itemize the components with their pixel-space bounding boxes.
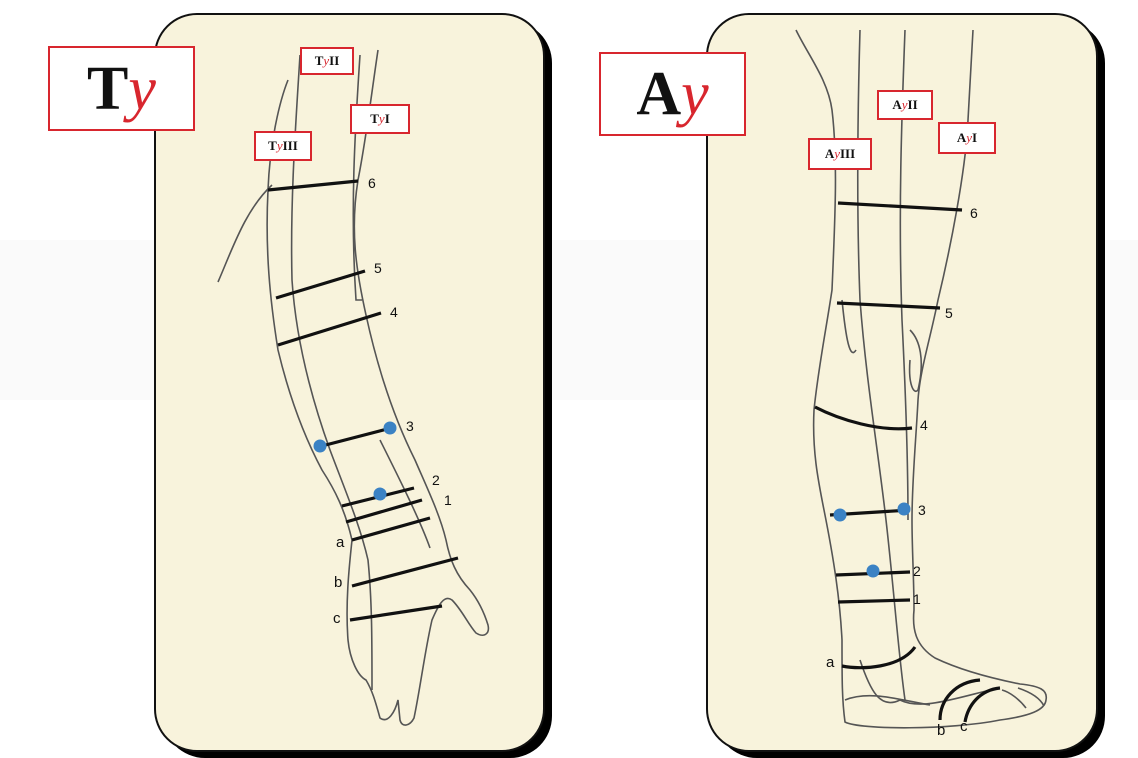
leg-band-1 <box>838 600 910 602</box>
arm-point-2 <box>374 488 387 501</box>
leg-level-4: 4 <box>920 417 928 433</box>
leg-level-a: a <box>826 654 834 671</box>
arm-point-3-radial <box>384 422 397 435</box>
leg-meridian-one-tail: I <box>972 130 977 146</box>
arm-meridian-three-main: T <box>268 138 277 154</box>
arm-level-4: 4 <box>390 304 398 320</box>
arm-meridian-two-tail: II <box>329 53 339 69</box>
arm-level-c: c <box>333 610 341 627</box>
leg-level-2: 2 <box>913 563 921 579</box>
leg-meridian-three-tail: III <box>840 146 855 162</box>
arm-level-1: 1 <box>444 492 452 508</box>
leg-point-3-medial <box>834 509 847 522</box>
arm-point-3-ulnar <box>314 440 327 453</box>
arm-level-b: b <box>334 574 342 591</box>
leg-meridian-two-tail: II <box>908 97 918 113</box>
leg-level-3: 3 <box>918 502 926 518</box>
arm-title-accent: y <box>128 58 156 120</box>
arm-meridian-one-tail: I <box>385 111 390 127</box>
leg-level-c: c <box>960 718 968 735</box>
leg-meridian-three-main: A <box>825 146 834 162</box>
leg-meridian-two-main: A <box>892 97 901 113</box>
leg-level-1: 1 <box>913 591 921 607</box>
leg-panel <box>707 14 1105 758</box>
leg-level-5: 5 <box>945 305 953 321</box>
arm-level-3: 3 <box>406 418 414 434</box>
arm-meridian-one-main: T <box>370 111 379 127</box>
arm-level-a: a <box>336 534 344 551</box>
leg-meridian-one-main: A <box>957 130 966 146</box>
arm-title-main: T <box>87 58 128 120</box>
leg-point-3-lateral <box>898 503 911 516</box>
arm-level-5: 5 <box>374 260 382 276</box>
arm-level-2: 2 <box>432 472 440 488</box>
arm-level-6: 6 <box>368 175 376 191</box>
leg-title-accent: y <box>681 63 709 125</box>
leg-title-main: A <box>636 63 681 125</box>
leg-point-2 <box>867 565 880 578</box>
leg-level-b: b <box>937 722 945 739</box>
arm-meridian-three-tail: III <box>283 138 298 154</box>
leg-level-6: 6 <box>970 205 978 221</box>
